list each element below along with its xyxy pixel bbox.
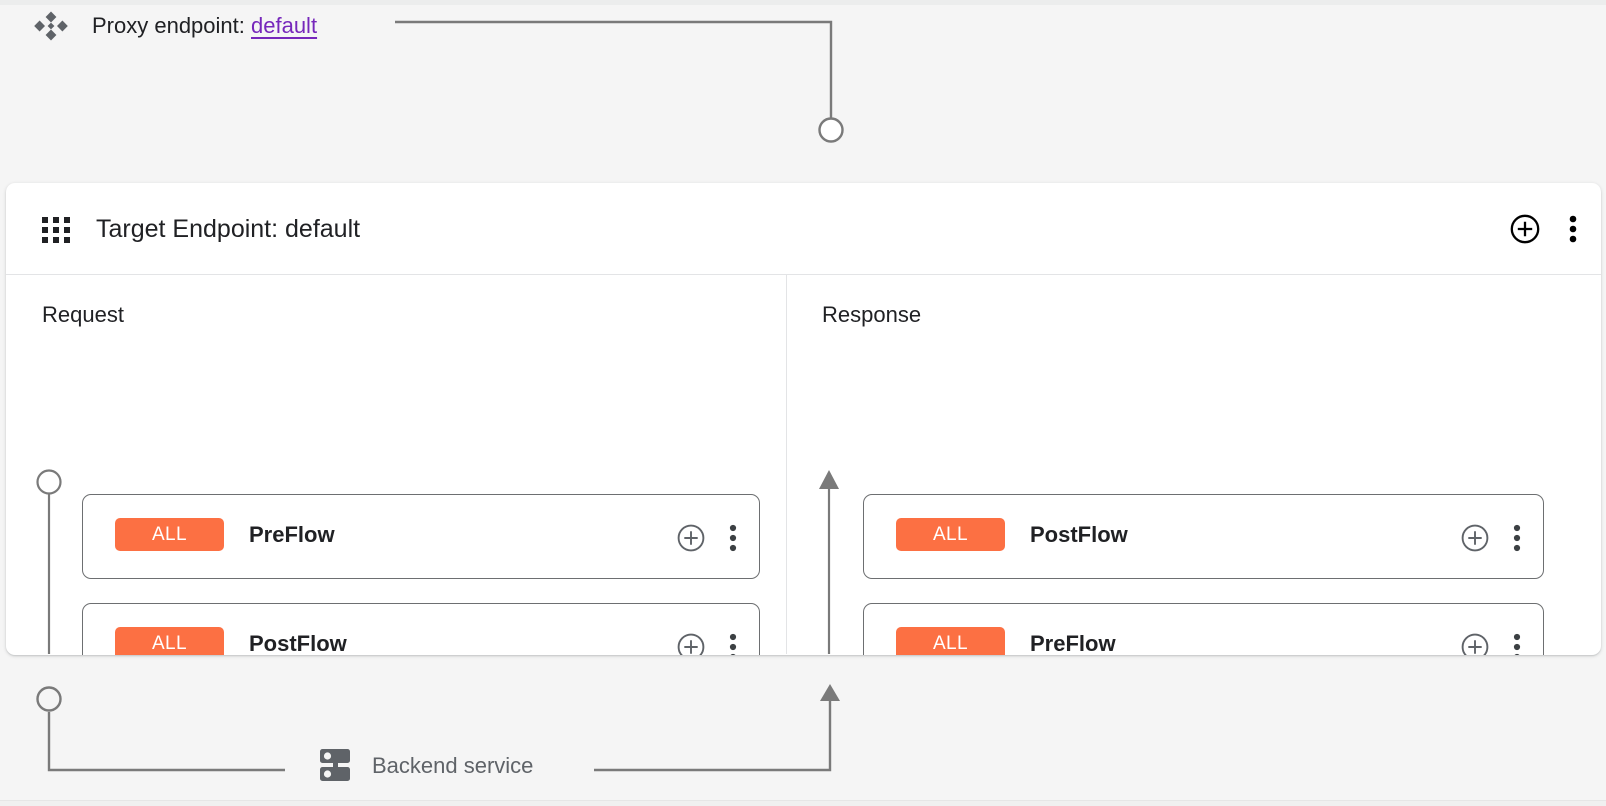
connector-node-target-in — [818, 117, 844, 143]
connector-backend-to-response — [594, 696, 832, 772]
server-rack-icon — [320, 749, 350, 781]
request-postflow-name: PostFlow — [249, 631, 347, 655]
bottom-edge-strip — [0, 800, 1606, 806]
add-circle-icon[interactable] — [1509, 213, 1541, 245]
response-preflow-actions — [1460, 604, 1521, 655]
connector-arrow-backend-to-response — [820, 684, 840, 701]
proxy-endpoint-value-link[interactable]: default — [251, 13, 318, 38]
request-preflow-actions — [676, 495, 737, 580]
more-vert-icon[interactable] — [729, 523, 737, 553]
request-flow-row-postflow[interactable]: ALL PostFlow — [82, 603, 760, 655]
add-circle-icon[interactable] — [676, 523, 706, 553]
add-circle-icon[interactable] — [1460, 523, 1490, 553]
target-endpoint-card: Target Endpoint: default — [6, 183, 1601, 655]
request-preflow-badge: ALL — [115, 518, 224, 551]
target-endpoint-header: Target Endpoint: default — [6, 183, 1601, 275]
target-endpoint-body: Request ALL PreFlow — [6, 275, 1601, 655]
add-circle-icon[interactable] — [676, 632, 706, 655]
add-circle-icon[interactable] — [1460, 632, 1490, 655]
proxy-endpoint-label-text: Proxy endpoint: — [92, 13, 245, 38]
connector-target-out-to-backend — [47, 712, 285, 772]
response-column-title: Response — [822, 302, 922, 327]
response-postflow-badge: ALL — [896, 518, 1005, 551]
response-postflow-name: PostFlow — [1030, 522, 1128, 547]
target-endpoint-header-actions — [1509, 183, 1577, 275]
proxy-endpoint-diamond-icon — [34, 11, 68, 41]
more-vert-icon[interactable] — [729, 632, 737, 655]
proxy-endpoint-label: Proxy endpoint: default — [92, 12, 317, 40]
response-preflow-name: PreFlow — [1030, 631, 1116, 655]
request-postflow-actions — [676, 604, 737, 655]
target-endpoint-title: Target Endpoint: default — [96, 215, 361, 243]
more-vert-icon[interactable] — [1569, 213, 1577, 245]
backend-service-label: Backend service — [372, 753, 534, 778]
request-column-title: Request — [42, 302, 124, 327]
more-vert-icon[interactable] — [1513, 632, 1521, 655]
proxy-endpoint-row: Proxy endpoint: default — [0, 5, 1606, 45]
more-vert-icon[interactable] — [1513, 523, 1521, 553]
top-edge-strip — [0, 0, 1606, 5]
apps-grid-icon — [42, 217, 70, 243]
request-flow-row-preflow[interactable]: ALL PreFlow — [82, 494, 760, 579]
request-column: Request ALL PreFlow — [6, 275, 785, 655]
response-flow-row-postflow[interactable]: ALL PostFlow — [863, 494, 1544, 579]
connector-node-target-out — [36, 686, 62, 712]
response-preflow-badge: ALL — [896, 627, 1005, 655]
backend-service[interactable]: Backend service — [318, 748, 533, 784]
response-postflow-actions — [1460, 495, 1521, 580]
response-column: Response ALL PostFlow — [786, 275, 1601, 655]
request-postflow-badge: ALL — [115, 627, 224, 655]
response-flow-row-preflow[interactable]: ALL PreFlow — [863, 603, 1544, 655]
request-preflow-name: PreFlow — [249, 522, 335, 547]
